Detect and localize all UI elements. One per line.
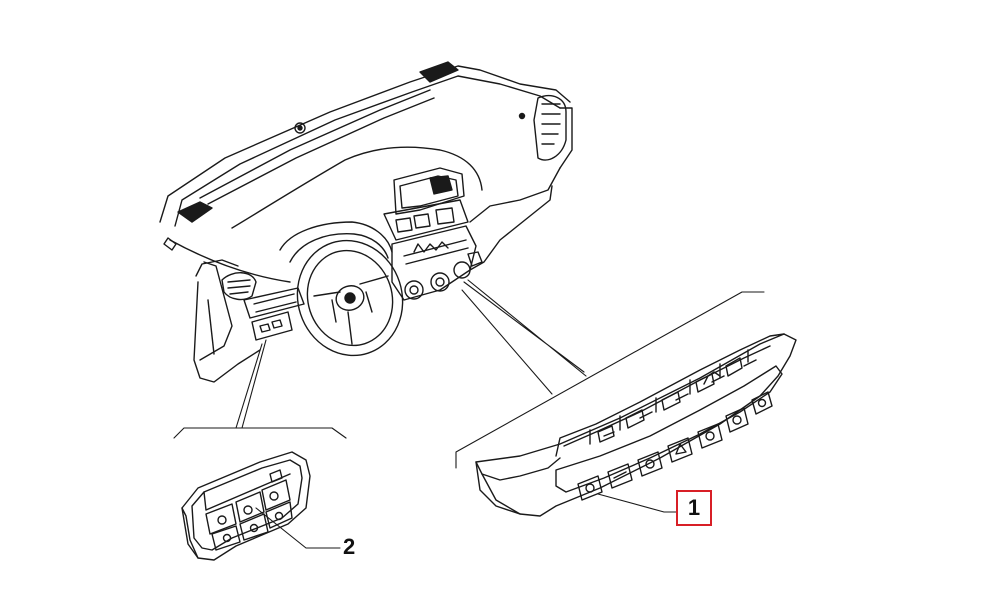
center-switch-panel [475, 333, 797, 517]
left-side-vent [221, 272, 257, 301]
leader-line-part-2 [241, 339, 267, 429]
dash-sensor [294, 122, 306, 134]
left-speaker-grille [177, 201, 213, 223]
panel-buttons [577, 391, 773, 501]
left-switch-module [181, 451, 311, 561]
leader-lines [173, 279, 765, 549]
leader-line-part-1 [463, 279, 587, 377]
right-speaker-grille [419, 61, 459, 83]
callout-2-label: 2 [343, 534, 356, 559]
dashboard-assembly [159, 61, 573, 383]
callout-1-leader [597, 493, 677, 513]
climate-knob-left [404, 280, 424, 300]
callout-2-leader [255, 507, 341, 549]
center-vents [383, 199, 469, 241]
right-side-vent [533, 94, 567, 161]
steering-wheel [296, 239, 404, 357]
climate-knob-center [430, 272, 450, 292]
callout-1-label: 1 [676, 490, 712, 526]
central-display [393, 167, 465, 215]
